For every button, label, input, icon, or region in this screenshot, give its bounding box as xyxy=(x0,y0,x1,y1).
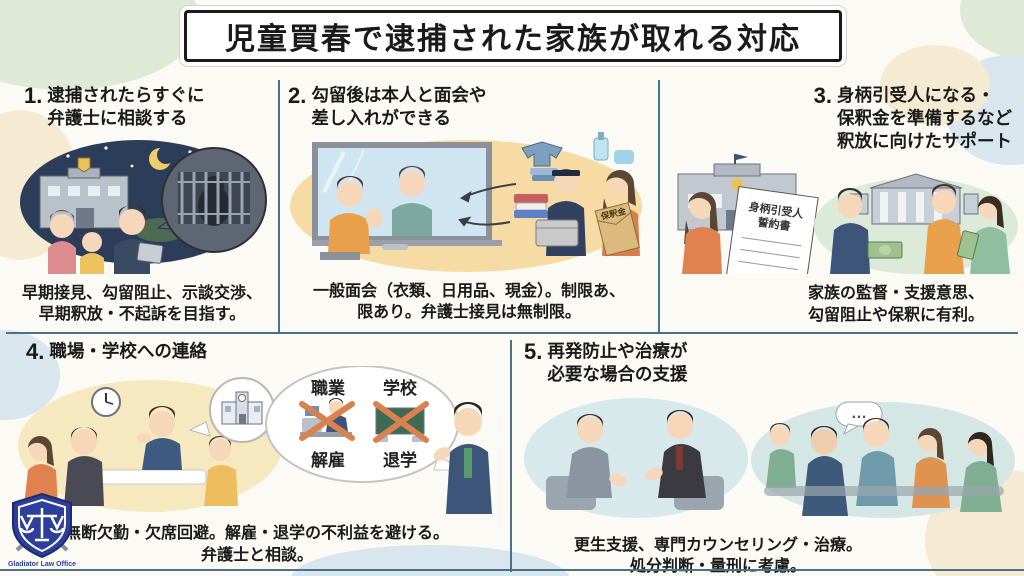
workplace-school-illustration: 職業 学校 解雇 退学 xyxy=(18,365,492,515)
tablet-icon xyxy=(136,241,164,264)
police-officer-figure xyxy=(535,168,586,256)
jail-bubble xyxy=(156,146,267,253)
section-2-heading: 差し入れができる xyxy=(311,107,452,128)
job-school-bubble: 職業 学校 解雇 退学 xyxy=(265,365,465,484)
section-3-heading: 保釈金を準備するなど xyxy=(837,107,1012,128)
section-3-number: 3. xyxy=(813,83,832,108)
page-title: 児童買春で逮捕された家族が取れる対応 xyxy=(225,23,801,56)
document-title: 誓約書 xyxy=(757,215,792,233)
section-1-heading: 弁護士に相談する xyxy=(47,107,188,128)
bail-envelope: 保釈金 xyxy=(594,201,640,256)
wall-clock-icon xyxy=(91,387,121,418)
section-2-heading: 勾留後は本人と面会や xyxy=(311,85,487,105)
money-bill-icon xyxy=(957,230,979,260)
section-3-heading: 身柄引受人になる・ xyxy=(837,85,995,105)
divider-vertical-1 xyxy=(278,80,280,332)
scales-icon xyxy=(19,508,65,542)
section-5-caption: 更生支援、専門カウンセリング・治療。 xyxy=(573,536,862,554)
section-5-number: 5. xyxy=(524,339,543,364)
divider-bottom xyxy=(0,569,1024,571)
money-exchange-figures xyxy=(830,184,1010,275)
job-label: 職業 xyxy=(311,378,345,398)
arrow-icons xyxy=(458,182,517,227)
section-3-caption: 家族の監督・支援意思、 xyxy=(807,285,984,303)
section-5-heading: 再発防止や治療が xyxy=(547,341,688,361)
divider-horizontal xyxy=(6,332,1018,334)
shield-logo-icon xyxy=(12,492,72,559)
ellipsis-text: … xyxy=(851,405,867,422)
meeting-figures xyxy=(24,406,238,507)
section-1-heading: 逮捕されたらすぐに xyxy=(47,85,205,105)
school-building-icon xyxy=(221,391,263,425)
section-4-heading: 職場・学校への連絡 xyxy=(49,341,207,361)
detainee-figure xyxy=(392,165,432,236)
section-4-caption: 無断欠勤・欠席回避。解雇・退学の不利益を避ける。 xyxy=(64,525,449,543)
section-4-number: 4. xyxy=(26,339,45,364)
section-2-number: 2. xyxy=(288,83,307,108)
green-tie-icon xyxy=(464,448,472,479)
section-2-caption: 限あり。弁護士接見は無制限。 xyxy=(357,304,581,322)
books-icon xyxy=(514,193,548,203)
section-2-caption: 一般面会（衣類、日用品、現金）。制限あ、 xyxy=(312,282,625,300)
section-3: 3. 身柄引受人になる・ 保釈金を準備するなど 釈放に向けたサポート xyxy=(664,83,1018,330)
school-bubble xyxy=(188,377,275,444)
bg-blob xyxy=(960,0,1024,60)
visitation-illustration: 保釈金 xyxy=(290,131,642,272)
title-banner: 児童買春で逮捕された家族が取れる対応 xyxy=(184,10,842,62)
section-1-caption: 早期接見、勾留阻止、示談交渉、 xyxy=(21,284,262,302)
shield-emblem-icon xyxy=(77,157,91,173)
lawyer-figure xyxy=(433,402,492,515)
law-office-logo: Gladiator Law Office xyxy=(4,492,80,568)
family-figures xyxy=(48,204,164,274)
section-1-number: 1. xyxy=(24,83,43,108)
client-figure xyxy=(645,409,724,510)
section-1: 1. 逮捕されたらすぐに 弁護士に相談する xyxy=(10,83,274,330)
section-3-heading: 釈放に向けたサポート xyxy=(837,130,1012,151)
counseling-illustration: … xyxy=(524,397,1015,518)
care-package-box xyxy=(535,219,579,246)
school-label: 学校 xyxy=(383,378,418,398)
section-5: 5. 再発防止や治療が 必要な場合の支援 xyxy=(518,339,1018,575)
logo-text: Gladiator Law Office xyxy=(7,561,77,568)
section-1-caption: 早期釈放・不起訴を目指す。 xyxy=(38,306,246,324)
bail-support-illustration: 身柄引受人 誓約書 xyxy=(677,154,1018,298)
section-5-heading: 必要な場合の支援 xyxy=(547,363,688,384)
visitor-figure xyxy=(320,175,408,260)
clothes-icon xyxy=(521,140,563,166)
section-5-caption: 処分判断・量刑に考慮。 xyxy=(629,558,806,576)
bail-envelope-woman: 保釈金 xyxy=(594,169,640,256)
divider-vertical-2 xyxy=(658,80,660,332)
dismissal-label: 解雇 xyxy=(311,450,345,470)
night-arrest-illustration xyxy=(20,139,267,274)
supply-items xyxy=(514,131,634,218)
group-figures xyxy=(764,417,1004,516)
bg-blob xyxy=(880,45,990,125)
section-4-caption: 弁護士と相談。 xyxy=(200,546,313,564)
section-2: 2. 勾留後は本人と面会や 差し入れができる xyxy=(284,83,654,330)
pledge-document: 身柄引受人 誓約書 xyxy=(724,186,819,298)
red-cross-icons xyxy=(299,401,429,444)
soap-icon xyxy=(614,149,634,164)
expulsion-label: 退学 xyxy=(383,450,417,470)
section-4: 4. 職場・学校への連絡 xyxy=(10,339,504,566)
section-3-caption: 勾留阻止や保釈に有利。 xyxy=(807,306,984,324)
red-tie-icon xyxy=(676,445,683,470)
bg-blob xyxy=(0,0,200,90)
counselor-figure xyxy=(546,413,627,510)
pledge-holder-figure xyxy=(682,192,722,275)
divider-vertical-3 xyxy=(510,340,512,572)
